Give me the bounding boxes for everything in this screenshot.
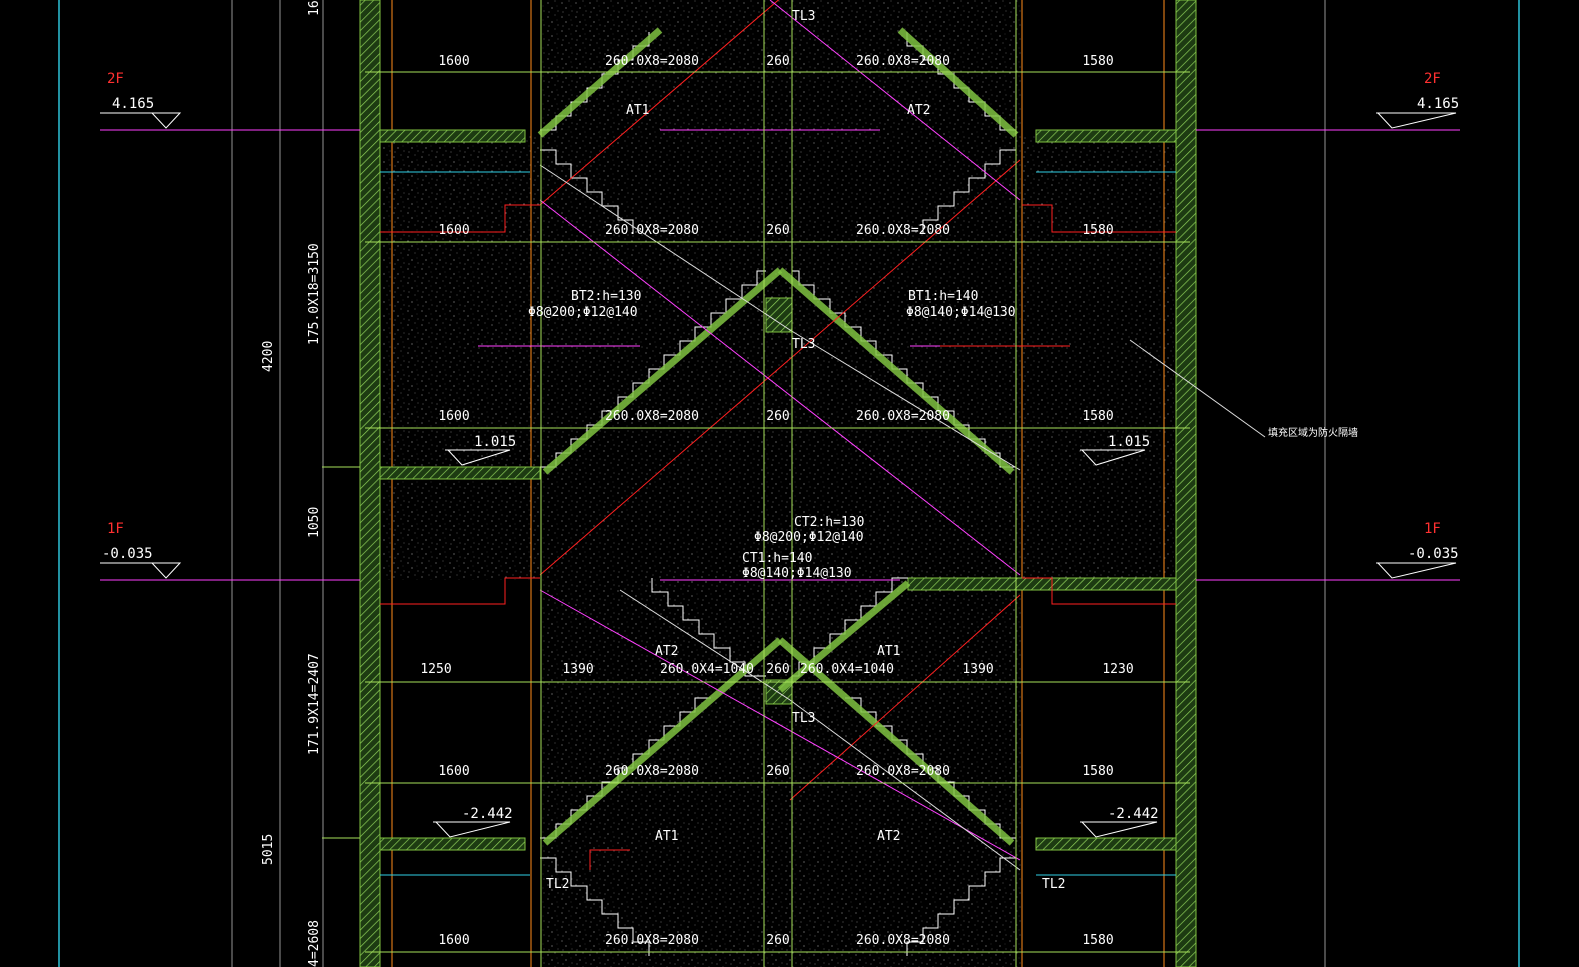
dim-row1-d: 260.0X8=2080: [856, 54, 950, 69]
dim-row5-b: 260.0X8=2080: [605, 764, 699, 779]
label-at2-top: AT2: [907, 103, 930, 118]
speckle-fill: [382, 0, 1174, 967]
dim-row4-c: 260.0X4=1040: [660, 662, 754, 677]
dim-row6-a: 1600: [438, 933, 469, 948]
dim-row1-e: 1580: [1082, 54, 1113, 69]
dim-160: 160: [307, 0, 322, 16]
dim-row3-e: 1580: [1082, 409, 1113, 424]
bt1-rebar: Φ8@140;Φ14@130: [906, 305, 1016, 320]
level-labels: 2F 4.165 2F 4.165 1F -0.035 1F -0.035 1.…: [102, 71, 1459, 822]
dim-row4-g: 1230: [1102, 662, 1133, 677]
dim-row2-b: 260.0X8=2080: [605, 223, 699, 238]
slab-labels: BT2:h=130 Φ8@200;Φ12@140 BT1:h=140 Φ8@14…: [528, 289, 1016, 581]
dim-row2-d: 260.0X8=2080: [856, 223, 950, 238]
dim-row2-c: 260: [766, 223, 789, 238]
dim-row5-e: 1580: [1082, 764, 1113, 779]
fire-wall-note: 填充区域为防火隔墙: [1268, 426, 1358, 439]
level-name-right-1f: 1F: [1424, 521, 1441, 537]
landing-level-left-m2442: -2.442: [462, 806, 513, 822]
label-at1-bot: AT1: [655, 829, 678, 844]
bt1-name: BT1:h=140: [908, 289, 978, 304]
note-label: 填充区域为防火隔墙: [1268, 426, 1358, 439]
label-tl3-mid: TL3: [792, 337, 815, 352]
dim-row2-e: 1580: [1082, 223, 1113, 238]
level-elev-right-1f: -0.035: [1408, 546, 1459, 562]
landing-level-right-m2442: -2.442: [1108, 806, 1159, 822]
dim-row4-e: 260.0X4=1040: [800, 662, 894, 677]
label-tl2-left: TL2: [546, 877, 569, 892]
landing-level-left-1015: 1.015: [474, 434, 516, 450]
dim-5015: 5015: [261, 834, 276, 865]
level-elev-left-1f: -0.035: [102, 546, 153, 562]
dim-row4-a: 1250: [420, 662, 451, 677]
dim-row5-c: 260: [766, 764, 789, 779]
dim-row6-c: 260: [766, 933, 789, 948]
dim-1050: 1050: [307, 507, 322, 538]
dim-2407: 171.9X14=2407: [307, 653, 322, 755]
dim-row3-a: 1600: [438, 409, 469, 424]
label-at2-mid: AT2: [655, 644, 678, 659]
label-tl2-right: TL2: [1042, 877, 1065, 892]
label-tl3-top: TL3: [792, 9, 815, 24]
horizontal-dimensions: 1600 260.0X8=2080 260 260.0X8=2080 1580 …: [420, 54, 1133, 948]
bt2-name: BT2:h=130: [571, 289, 641, 304]
vertical-dimensions: 4200 5015 175.0X18=3150 1050 171.9X14=24…: [261, 0, 322, 967]
level-name-right-2f: 2F: [1424, 71, 1441, 87]
level-name-left-1f: 1F: [107, 521, 124, 537]
dim-row4-f: 1390: [962, 662, 993, 677]
wall-left: [359, 0, 381, 967]
ct1-rebar: Φ8@140;Φ14@130: [742, 566, 852, 581]
level-name-left-2f: 2F: [107, 71, 124, 87]
dim-row5-d: 260.0X8=2080: [856, 764, 950, 779]
dim-row6-b: 260.0X8=2080: [605, 933, 699, 948]
dim-row3-b: 260.0X8=2080: [605, 409, 699, 424]
label-tl3-low: TL3: [792, 711, 815, 726]
dimension-lines: [322, 0, 1190, 967]
dim-row4-b: 1390: [562, 662, 593, 677]
landing-slabs: [379, 129, 1177, 851]
level-markers: [100, 112, 1457, 838]
level-elev-right-2f: 4.165: [1417, 96, 1459, 112]
ct2-name: CT2:h=130: [794, 515, 864, 530]
diagonal-lines: [539, 0, 1266, 871]
dim-row3-c: 260: [766, 409, 789, 424]
cyan-lines: [380, 171, 1176, 876]
dim-row6-d: 260.0X8=2080: [856, 933, 950, 948]
dim-row1-a: 1600: [438, 54, 469, 69]
dim-2608: 4=2608: [307, 920, 322, 967]
dim-4200: 4200: [261, 341, 276, 372]
outer-vertical-lines: [58, 0, 1520, 967]
red-rebar-lines: [380, 204, 1176, 870]
flight-labels: AT1 AT2 AT2 AT1 AT1 AT2 TL3 TL3 TL3 TL2 …: [546, 9, 1065, 892]
level-elev-left-2f: 4.165: [112, 96, 154, 112]
dim-row4-d: 260: [766, 662, 789, 677]
ct1-name: CT1:h=140: [742, 551, 812, 566]
dim-row5-a: 1600: [438, 764, 469, 779]
wall-right: [1175, 0, 1197, 967]
ct2-rebar: Φ8@200;Φ12@140: [754, 530, 864, 545]
dim-row1-b: 260.0X8=2080: [605, 54, 699, 69]
bt2-rebar: Φ8@200;Φ12@140: [528, 305, 638, 320]
dim-row6-e: 1580: [1082, 933, 1113, 948]
label-at1-top: AT1: [626, 103, 649, 118]
dim-3150: 175.0X18=3150: [307, 243, 322, 345]
dim-row2-a: 1600: [438, 223, 469, 238]
label-at2-bot: AT2: [877, 829, 900, 844]
stair-soffits: [537, 27, 1019, 846]
dim-row1-c: 260: [766, 54, 789, 69]
label-at1-mid: AT1: [877, 644, 900, 659]
landing-level-right-1015: 1.015: [1108, 434, 1150, 450]
dim-row3-d: 260.0X8=2080: [856, 409, 950, 424]
